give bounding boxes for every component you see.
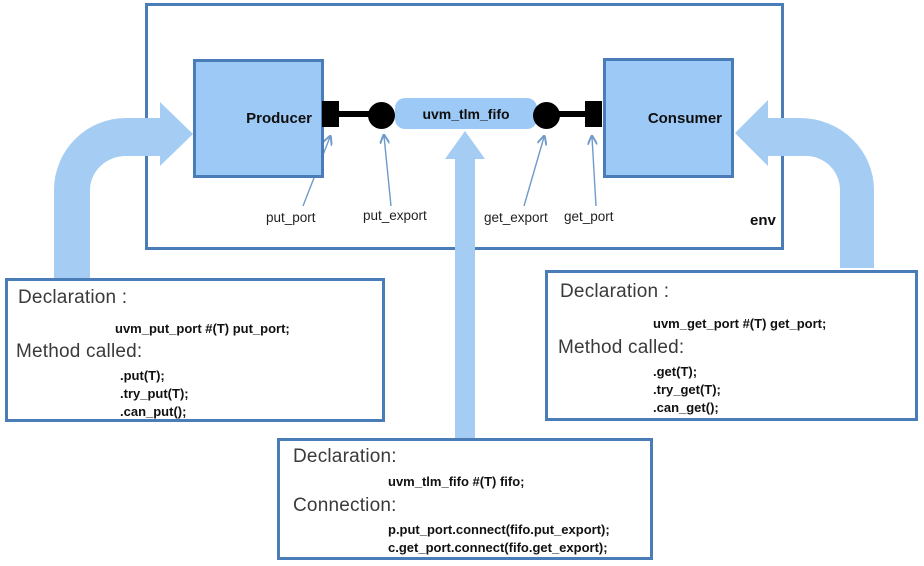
- get-export-label: get_export: [484, 210, 548, 225]
- fifo-connection-0: p.put_port.connect(fifo.put_export);: [388, 522, 610, 537]
- put-port-label: put_port: [266, 210, 316, 225]
- get-declaration-code: uvm_get_port #(T) get_port;: [653, 316, 827, 331]
- get-method-1: .try_get(T);: [653, 382, 721, 397]
- producer-port-callout: Declaration : uvm_put_port #(T) put_port…: [5, 278, 385, 422]
- get-port-square: [585, 101, 602, 127]
- get-export-circle: [533, 102, 560, 129]
- producer-label: Producer: [246, 110, 312, 127]
- get-declaration-heading: Declaration :: [560, 281, 670, 302]
- callout-arrow-fifo: [445, 131, 485, 441]
- pointer-arrow-get-port: [592, 137, 596, 207]
- get-port-label: get_port: [564, 209, 614, 224]
- put-declaration-code: uvm_put_port #(T) put_port;: [115, 321, 290, 336]
- put-export-circle: [368, 102, 395, 129]
- get-methods-heading: Method called:: [558, 337, 685, 358]
- fifo-pill: uvm_tlm_fifo: [395, 98, 537, 129]
- put-export-label: put_export: [363, 208, 427, 223]
- get-method-0: .get(T);: [653, 364, 698, 379]
- get-method-2: .can_get();: [653, 400, 719, 415]
- put-declaration-heading: Declaration :: [18, 287, 128, 308]
- consumer-port-callout: Declaration : uvm_get_port #(T) get_port…: [545, 270, 918, 421]
- put-method-2: .can_put();: [120, 404, 187, 419]
- consumer-label: Consumer: [647, 109, 722, 127]
- pointer-arrow-put-export: [384, 136, 392, 207]
- callout-arrow-consumer: [735, 100, 874, 268]
- consumer-box: Consumer: [603, 58, 734, 178]
- fifo-callout: Declaration: uvm_tlm_fifo #(T) fifo; Con…: [277, 438, 653, 560]
- put-methods-heading: Method called:: [16, 341, 143, 362]
- fifo-connection-1: c.get_port.connect(fifo.get_export);: [388, 540, 608, 555]
- fifo-connection-heading: Connection:: [293, 495, 397, 516]
- env-label: env: [750, 212, 776, 229]
- producer-box: Producer: [193, 59, 324, 178]
- fifo-declaration-heading: Declaration:: [293, 446, 397, 467]
- put-method-1: .try_put(T);: [120, 386, 189, 401]
- put-method-0: .put(T);: [120, 368, 165, 383]
- pointer-arrow-get-export: [523, 137, 544, 207]
- fifo-declaration-code: uvm_tlm_fifo #(T) fifo;: [388, 474, 525, 489]
- put-port-square: [322, 101, 339, 127]
- fifo-label: uvm_tlm_fifo: [422, 105, 510, 122]
- callout-arrow-producer: [54, 102, 193, 278]
